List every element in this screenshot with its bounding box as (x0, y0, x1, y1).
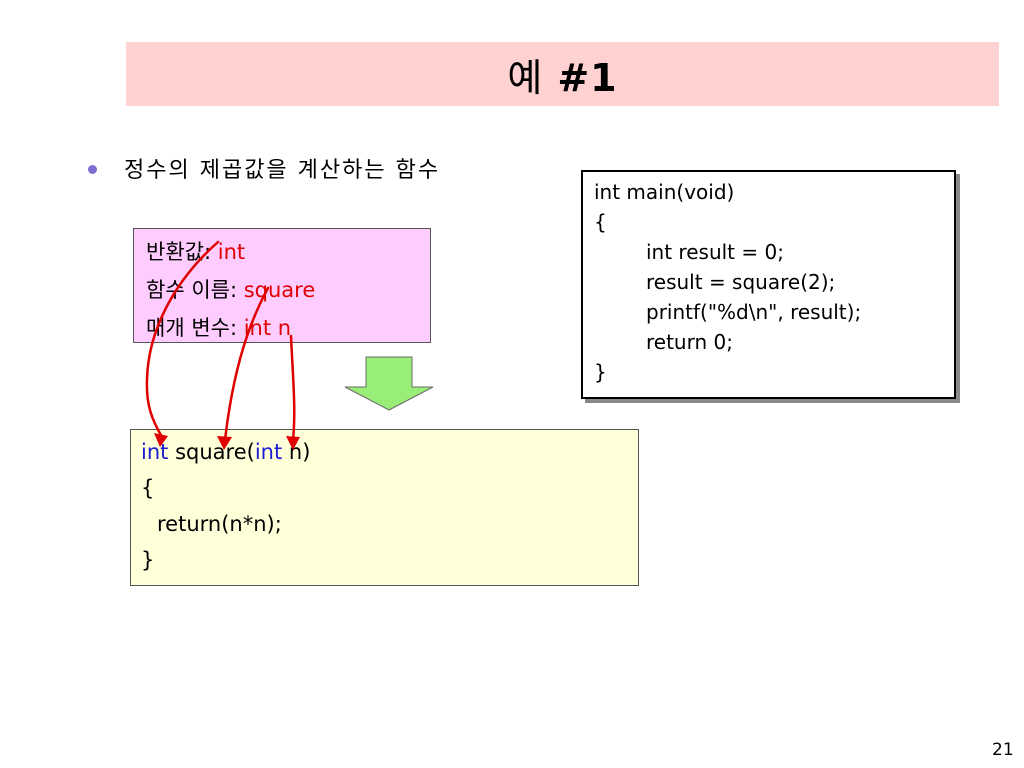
parameter-text: n) (288, 440, 311, 464)
close-brace-line: } (141, 548, 155, 572)
return-value: int (217, 240, 246, 264)
function-name-line: 함수 이름: square (146, 271, 430, 309)
code-line: return 0; (646, 330, 733, 354)
parameter-label: 매개 변수: (146, 316, 238, 340)
title-prefix: 예 (507, 55, 544, 100)
page-title: 예 #1 (507, 47, 617, 102)
return-label: 반환값: (146, 240, 212, 264)
function-name-label: 함수 이름: (146, 278, 238, 302)
bullet-item: 정수의 제곱값을 계산하는 함수 (88, 152, 440, 184)
function-signature-line: int square(int n) (141, 434, 638, 470)
parameter-arrow (289, 334, 296, 442)
return-statement-line: return(n*n); (157, 512, 282, 536)
function-name-text: square( (175, 440, 255, 464)
code-line: int main(void) (594, 180, 735, 204)
keyword-int: int (141, 440, 169, 464)
keyword-int: int (254, 440, 283, 464)
square-function-code-box: int square(int n) { return(n*n); } (130, 429, 639, 586)
down-arrow-icon (344, 356, 434, 411)
page-number: 21 (992, 740, 1014, 760)
open-brace-line: { (141, 476, 155, 500)
return-type-line: 반환값: int (146, 233, 430, 271)
code-line: printf("%d\n", result); (646, 300, 862, 324)
title-bar: 예 #1 (126, 42, 999, 106)
title-number: #1 (557, 55, 618, 100)
bullet-dot-icon (88, 164, 97, 174)
code-line: { (594, 210, 607, 234)
function-name-value: square (243, 278, 316, 302)
parameter-value: int n (243, 316, 292, 340)
main-code-box: int main(void) { int result = 0; result … (581, 170, 956, 399)
code-line: result = square(2); (646, 270, 836, 294)
parameter-line: 매개 변수: int n (146, 309, 430, 347)
function-info-box: 반환값: int 함수 이름: square 매개 변수: int n (133, 228, 431, 343)
bullet-text: 정수의 제곱값을 계산하는 함수 (124, 158, 441, 183)
code-line: } (594, 360, 607, 384)
code-line: int result = 0; (646, 240, 784, 264)
